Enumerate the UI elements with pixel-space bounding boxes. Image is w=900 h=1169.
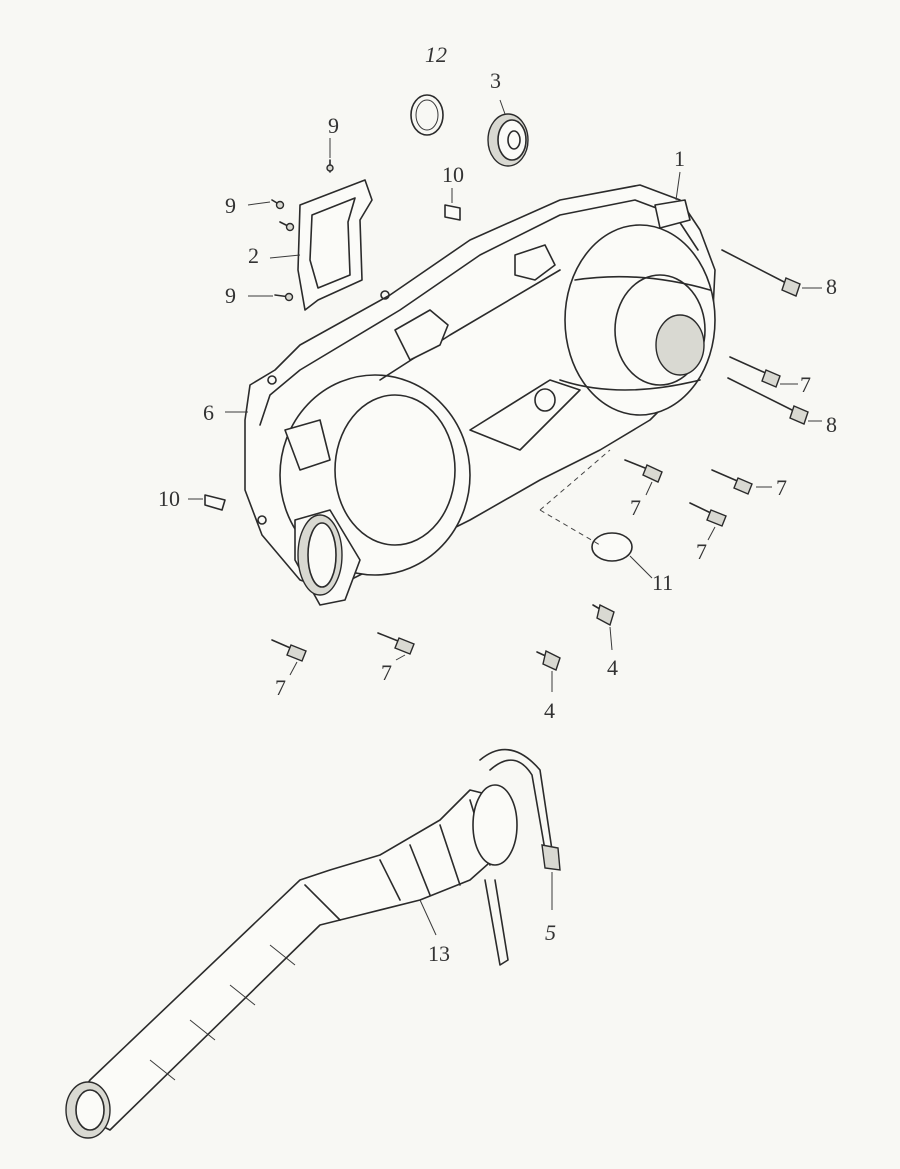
- callout-8a: 8: [826, 274, 837, 299]
- callout-6: 6: [203, 400, 214, 425]
- callout-8b: 8: [826, 412, 837, 437]
- callout-9a: 9: [328, 113, 339, 138]
- transmission-cover-part-1: [244, 184, 716, 606]
- screws-part-9: [271, 159, 334, 302]
- bolts-part-4: [536, 603, 615, 671]
- callout-4a: 4: [607, 655, 618, 680]
- callout-7f: 7: [381, 660, 392, 685]
- callout-7e: 7: [275, 675, 286, 700]
- plug-part-11: [539, 449, 633, 562]
- dowel-pins-part-10: [204, 204, 461, 511]
- bearing-part-3: [487, 99, 529, 167]
- leader-lines: [188, 138, 822, 936]
- callout-9b: 9: [225, 193, 236, 218]
- long-bolts-part-8: [721, 249, 809, 425]
- callout-labels: 12 3 1 9 10 9 2 9 8 7 8 6 7 7 10 7 11 4 …: [158, 42, 837, 966]
- callout-12: 12: [425, 42, 447, 67]
- callout-11: 11: [652, 570, 673, 595]
- callout-1: 1: [674, 146, 685, 171]
- callout-9c: 9: [225, 283, 236, 308]
- callout-13: 13: [428, 941, 450, 966]
- callout-2: 2: [248, 243, 259, 268]
- callout-5: 5: [545, 920, 556, 945]
- callout-4b: 4: [544, 698, 555, 723]
- callout-7b: 7: [776, 475, 787, 500]
- o-ring-part-12: [410, 94, 444, 136]
- callout-7d: 7: [696, 539, 707, 564]
- bolts-part-7: [271, 356, 781, 662]
- callout-3: 3: [490, 68, 501, 93]
- callout-10b: 10: [158, 486, 180, 511]
- callout-7c: 7: [630, 495, 641, 520]
- gasket-part-2: [297, 179, 373, 311]
- callout-10a: 10: [442, 162, 464, 187]
- intake-hose-part-13: [65, 784, 518, 1139]
- clamp-part-5: [479, 748, 561, 966]
- callout-7a: 7: [800, 372, 811, 397]
